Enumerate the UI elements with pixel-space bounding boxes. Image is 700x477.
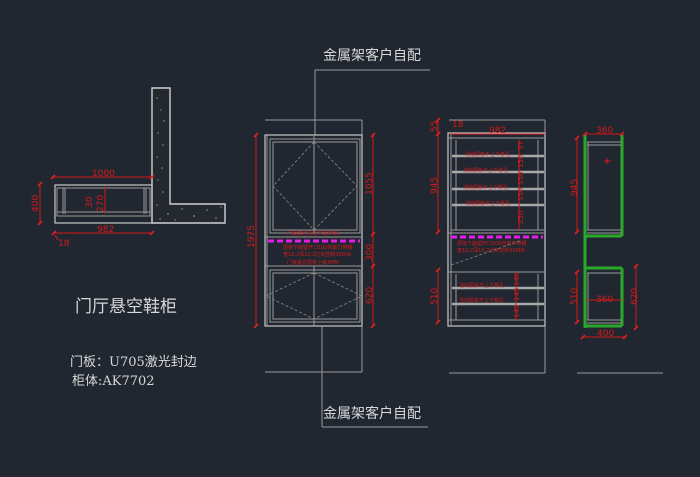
interior-view: 活动层板不上下移孔 活动层板不上下移孔 活动层板不上下移孔 活动层板不上下移孔 … <box>430 117 546 374</box>
wall-hatch <box>156 97 222 221</box>
dim-55: 55 <box>430 121 440 132</box>
dim-510-side: 510 <box>570 288 580 305</box>
dim-620-side: 620 <box>630 288 640 305</box>
dim-250: 250 <box>517 211 525 224</box>
dim-400-bottom: 400 <box>597 329 614 339</box>
dim-150: 150 <box>517 155 525 168</box>
dim-360-top: 360 <box>596 126 613 136</box>
shelf-note: 活动层板不上下移孔 <box>463 184 508 191</box>
wall-section <box>151 87 226 224</box>
shelf-note: 活动层板不上下移孔 <box>459 297 504 304</box>
led-note-2: 宽10.2深10.2灯夹控制3000K <box>457 247 526 254</box>
shelf-note: 活动层板不上下移孔 <box>465 151 510 158</box>
callout-bottom: 金属架客户自配 <box>323 405 421 422</box>
front-view: 金属架客户自配 门板离灯光位下缘3MM 层板下面留开口100内嵌灯带槽 宽10.… <box>247 47 430 428</box>
dim-510: 510 <box>430 288 440 305</box>
dim-360-inner: 360 <box>596 295 613 305</box>
dim-982: 982 <box>97 225 114 235</box>
dim-1000: 1000 <box>92 169 115 179</box>
dim-37: 37 <box>517 141 525 150</box>
dim-945-side: 945 <box>570 179 580 196</box>
dim-1055: 1055 <box>365 172 375 195</box>
dim-982-interior: 982 <box>489 126 506 136</box>
dim-30: 30 <box>85 196 95 208</box>
dim-148: 148 <box>513 273 521 286</box>
callout-top: 金属架客户自配 <box>323 47 421 64</box>
shelf-note: 活动层板不上下移孔 <box>459 282 504 289</box>
cabinet-body-spec: 柜体:AK7702 <box>72 374 155 389</box>
dim-270: 270 <box>96 195 106 212</box>
shelf-note: 活动层板不上下移孔 <box>463 167 508 174</box>
dim-145: 145 <box>513 288 521 301</box>
front-note-3: 宽10.2深10.2灯夹控制3000K <box>283 251 352 258</box>
dim-150: 150 <box>517 172 525 185</box>
shelf-note: 活动层板不上下移孔 <box>465 200 510 207</box>
led-note-1: 层板下面留开口100内嵌灯带槽 <box>457 240 527 247</box>
lower-doors <box>269 269 361 323</box>
drawing-title: 门厅悬空鞋柜 <box>75 297 177 317</box>
dim-945: 945 <box>430 177 440 194</box>
front-note-2: 层板下面留开口100内嵌灯带槽 <box>283 244 353 251</box>
dim-620: 620 <box>365 287 375 304</box>
dim-18-interior: 18 <box>452 120 464 130</box>
cabinet-plan-inner <box>56 187 151 217</box>
side-view: 360 945 510 620 360 400 <box>570 126 663 374</box>
dim-145: 145 <box>513 305 521 318</box>
dim-300: 300 <box>365 244 375 261</box>
dim-18: 18 <box>58 239 70 249</box>
door-panel-spec: 门板：U705激光封边 <box>70 355 197 370</box>
dim-150: 150 <box>517 188 525 201</box>
dim-1975: 1975 <box>247 225 257 248</box>
upper-doors <box>269 138 361 234</box>
cabinet-plan-outline <box>54 184 153 224</box>
dim-400: 400 <box>31 195 41 212</box>
plan-view: 1000 982 18 400 270 30 <box>31 87 226 249</box>
front-note-1: 门板离灯光位下缘3MM <box>287 230 339 237</box>
front-note-4: 门板盖住层板上缘3MM <box>287 259 339 266</box>
